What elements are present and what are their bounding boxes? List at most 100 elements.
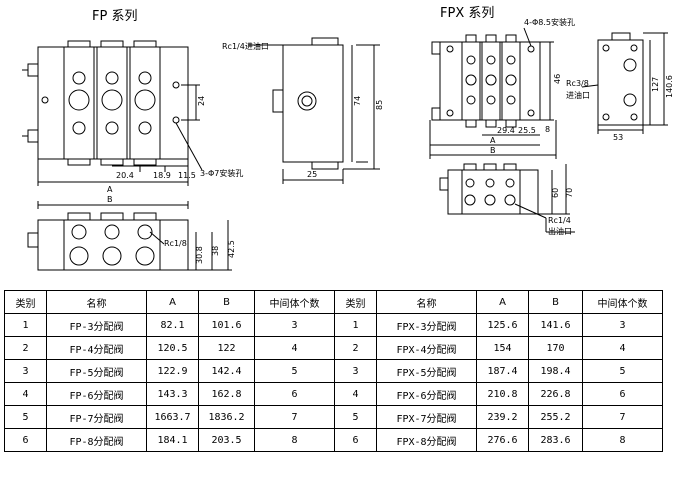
table-cell: 101.6 (198, 313, 255, 337)
table-cell: 6 (4, 428, 47, 452)
fpx-dim-53: 53 (613, 133, 623, 142)
table-cell: 3 (254, 313, 335, 337)
table-cell: 122 (198, 336, 255, 360)
table-cell: 125.6 (476, 313, 529, 337)
table-cell: 4 (582, 336, 663, 360)
fpx-dim-b: B (490, 146, 496, 155)
fpx-front-view (429, 27, 557, 159)
table-cell: 170 (528, 336, 583, 360)
table-header-cell: 类别 (4, 290, 47, 314)
table-header-cell: 名称 (46, 290, 147, 314)
fp-series-title: FP 系列 (92, 9, 137, 24)
technical-drawing: FP 系列 (22, 6, 674, 271)
fpx-side-view (581, 32, 668, 134)
table-cell: 122.9 (146, 359, 199, 383)
fpx-oil-outlet-label: 出油口 (548, 226, 572, 236)
table-cell: 203.5 (198, 428, 255, 452)
table-cell: 8 (254, 428, 335, 452)
fpx-dim-46: 46 (553, 74, 562, 84)
table-cell: 5 (334, 405, 377, 429)
table-cell: 226.8 (528, 382, 583, 406)
table-cell: FP-6分配阀 (46, 382, 147, 406)
table-cell: 82.1 (146, 313, 199, 337)
table-cell: 7 (254, 405, 335, 429)
fpx-dim-127: 127 (651, 77, 660, 92)
fp-dim-20-4: 20.4 (116, 171, 134, 180)
fp-dim-38: 38 (211, 246, 220, 256)
table-cell: 276.6 (476, 428, 529, 452)
table-cell: 1836.2 (198, 405, 255, 429)
table-cell: 3 (582, 313, 663, 337)
fpx-dim-a: A (490, 136, 496, 145)
fp-dim-42-5: 42.5 (227, 240, 236, 258)
fp-oil-inlet-label: Rc1/4进油口 (222, 41, 269, 51)
fpx-outlet-thread-label: Rc1/4 (548, 216, 571, 225)
table-cell: FPX-5分配阀 (376, 359, 477, 383)
table-header-cell: 中间体个数 (254, 290, 335, 314)
table-cell: FP-7分配阀 (46, 405, 147, 429)
table-cell: FPX-6分配阀 (376, 382, 477, 406)
table-cell: 5 (582, 359, 663, 383)
fpx-dim-60: 60 (551, 188, 560, 198)
fp-outlet-thread-label: Rc1/8 (164, 239, 187, 248)
fp-dim-b: B (107, 195, 113, 204)
fpx-dim-25-5: 25.5 (518, 126, 536, 135)
table-cell: 154 (476, 336, 529, 360)
table-cell: 142.4 (198, 359, 255, 383)
table-cell: 239.2 (476, 405, 529, 429)
table-cell: 1663.7 (146, 405, 199, 429)
fpx-bottom-view (439, 163, 575, 233)
table-cell: 198.4 (528, 359, 583, 383)
table-cell: 210.8 (476, 382, 529, 406)
fpx-dim-140-6: 140.6 (665, 75, 674, 98)
table-header-cell: A (146, 290, 199, 314)
fpx-inlet-thread-label: Rc3/8 (566, 79, 589, 88)
table-cell: FPX-7分配阀 (376, 405, 477, 429)
fp-dim-25: 25 (307, 170, 317, 179)
table-cell: FP-4分配阀 (46, 336, 147, 360)
table-cell: FPX-8分配阀 (376, 428, 477, 452)
fp-dim-30-8: 30.8 (195, 246, 204, 264)
fp-mount-holes-label: 3-Φ7安装孔 (200, 168, 243, 178)
table-cell: 255.2 (528, 405, 583, 429)
table-cell: 3 (4, 359, 47, 383)
table-cell: 4 (4, 382, 47, 406)
fp-dim-a: A (107, 185, 113, 194)
table-cell: 184.1 (146, 428, 199, 452)
table-cell: 141.6 (528, 313, 583, 337)
fp-dim-11-5: 11.5 (178, 171, 196, 180)
table-cell: 4 (254, 336, 335, 360)
fp-dim-18-9: 18.9 (153, 171, 171, 180)
fpx-dim-8: 8 (545, 125, 550, 134)
table-cell: 5 (254, 359, 335, 383)
table-cell: 6 (334, 428, 377, 452)
table-cell: 6 (254, 382, 335, 406)
table-cell: FP-8分配阀 (46, 428, 147, 452)
table-cell: 162.8 (198, 382, 255, 406)
table-cell: FPX-4分配阀 (376, 336, 477, 360)
table-cell: 2 (334, 336, 377, 360)
table-cell: FP-3分配阀 (46, 313, 147, 337)
table-cell: 187.4 (476, 359, 529, 383)
table-header-cell: A (476, 290, 529, 314)
fp-dim-74: 74 (353, 96, 362, 106)
table-cell: 2 (4, 336, 47, 360)
fpx-series-title: FPX 系列 (440, 6, 494, 21)
table-header-cell: 类别 (334, 290, 377, 314)
table-header-cell: 名称 (376, 290, 477, 314)
fp-side-view (248, 37, 380, 184)
table-cell: 7 (582, 405, 663, 429)
fpx-dim-70: 70 (565, 188, 574, 198)
table-cell: 8 (582, 428, 663, 452)
table-header-cell: 中间体个数 (582, 290, 663, 314)
table-cell: 5 (4, 405, 47, 429)
table-cell: FPX-3分配阀 (376, 313, 477, 337)
